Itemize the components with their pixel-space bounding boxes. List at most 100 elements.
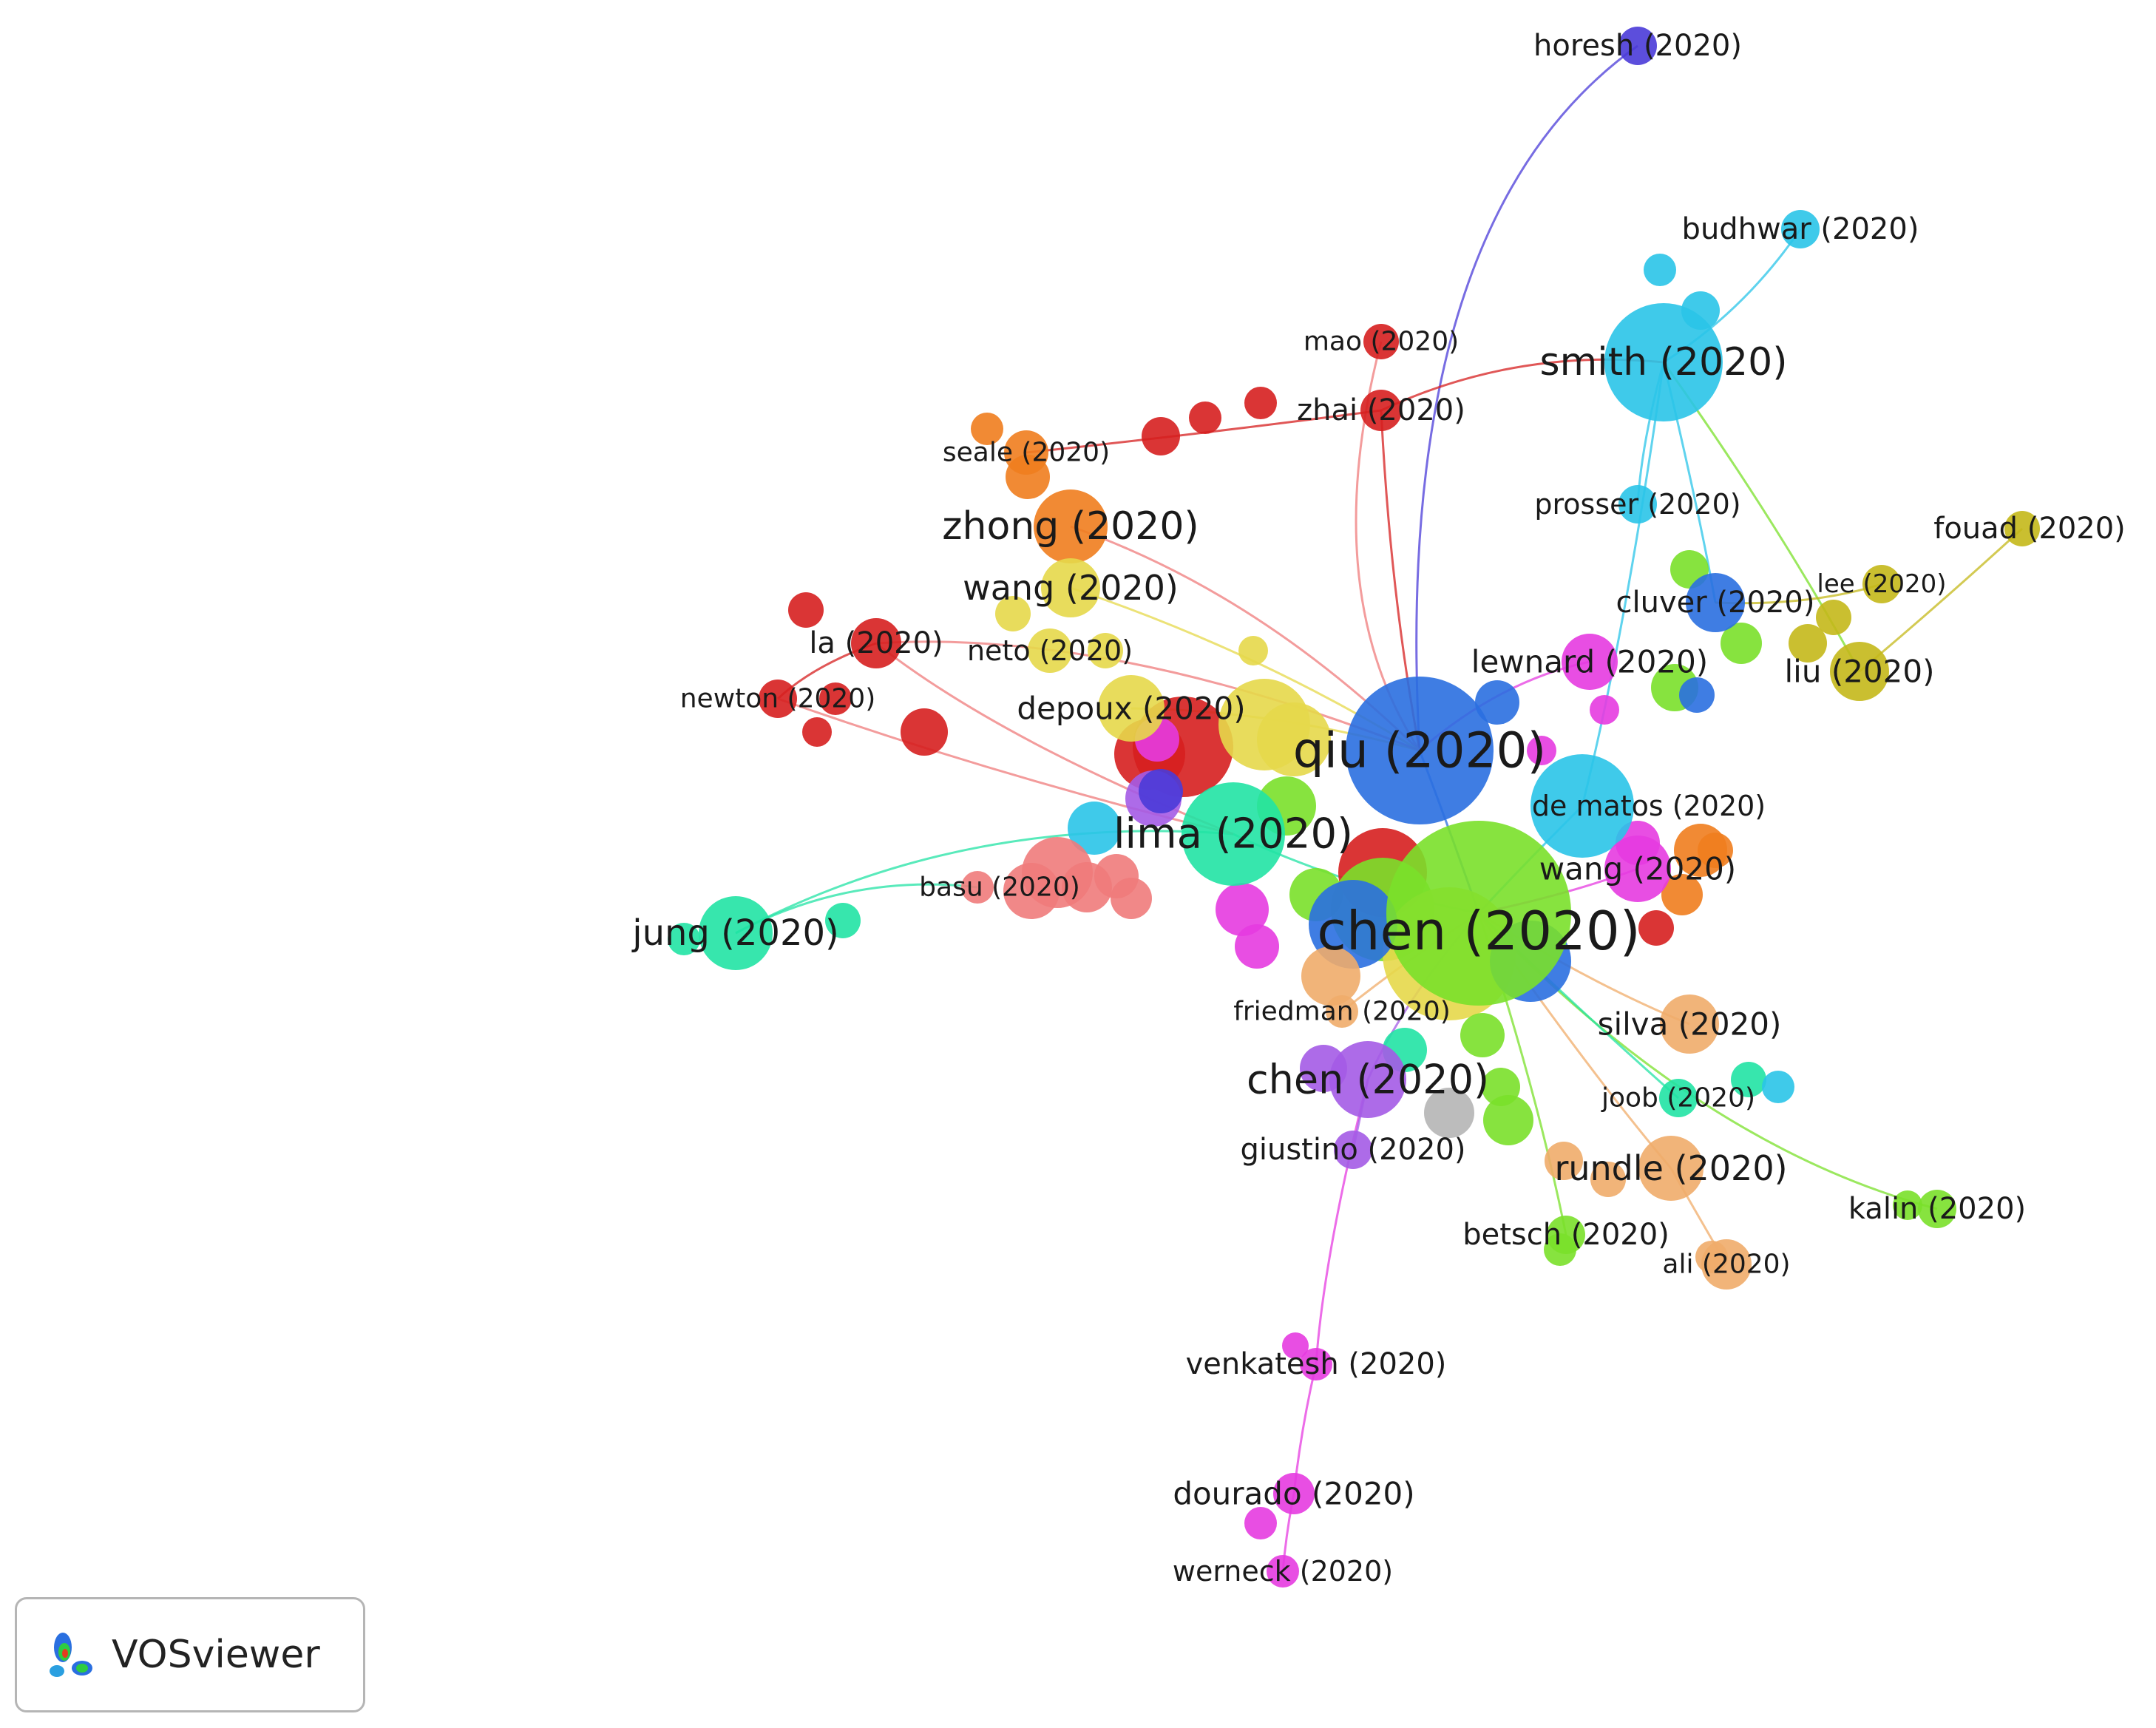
edge-smith-de_matos [1581, 362, 1665, 807]
node-label-ali: ali (2020) [1662, 1250, 1790, 1280]
node-wang1[interactable] [1041, 558, 1100, 617]
cluster-node [1189, 401, 1221, 434]
cluster-node [1460, 1013, 1505, 1057]
node-depoux[interactable] [1098, 675, 1165, 742]
cluster-node [1142, 417, 1180, 455]
node-lewnard[interactable] [1562, 634, 1618, 690]
logo-text: VOSviewer [112, 1633, 320, 1677]
node-giustino[interactable] [1334, 1131, 1372, 1169]
node-rundle[interactable] [1638, 1136, 1704, 1201]
node-label-rundle: rundle (2020) [1554, 1148, 1787, 1188]
node-label-zhong: zhong (2020) [942, 504, 1199, 549]
cluster-node [1816, 600, 1851, 635]
cluster-node [819, 682, 852, 715]
cluster-node [1762, 1071, 1794, 1103]
node-neto[interactable] [1028, 628, 1072, 673]
node-label-horesh: horesh (2020) [1533, 29, 1742, 63]
node-label-lee: lee (2020) [1817, 569, 1946, 599]
node-fouad[interactable] [2004, 511, 2040, 546]
node-ali[interactable] [1701, 1239, 1752, 1290]
node-label-liu: liu (2020) [1785, 654, 1935, 690]
node-label-fouad: fouad (2020) [1933, 512, 2126, 546]
cluster-node [1545, 1142, 1583, 1180]
node-label-newton: newton (2020) [680, 684, 876, 714]
edge-chen2-venkatesh [1315, 1079, 1369, 1365]
node-label-basu: basu (2020) [919, 873, 1080, 903]
cluster-node [788, 592, 824, 628]
node-label-de_matos: de matos (2020) [1532, 790, 1766, 822]
node-lee[interactable] [1862, 565, 1901, 603]
cluster-node [1721, 623, 1762, 664]
node-mao[interactable] [1363, 324, 1399, 359]
node-la[interactable] [851, 618, 901, 668]
node-cluver[interactable] [1686, 573, 1745, 632]
node-newton[interactable] [759, 680, 797, 718]
node-label-joob: joob (2020) [1601, 1083, 1755, 1114]
cluster-node [1527, 736, 1556, 765]
node-basu[interactable] [961, 871, 994, 904]
cluster-node [1661, 874, 1703, 915]
node-label-seale: seale (2020) [943, 438, 1110, 468]
cluster-node [1068, 802, 1121, 855]
node-dourado[interactable] [1273, 1473, 1315, 1514]
node-label-jung: jung (2020) [631, 912, 839, 954]
cluster-node [1235, 924, 1279, 969]
node-zhai[interactable] [1360, 390, 1402, 431]
node-jung[interactable] [699, 896, 773, 970]
node-label-qiu: qiu (2020) [1293, 722, 1547, 779]
node-kalin[interactable] [1918, 1190, 1956, 1228]
edge-zhai-seale [1026, 409, 1382, 454]
node-silva[interactable] [1660, 995, 1719, 1054]
node-label-wang2: wang (2020) [1539, 851, 1736, 887]
node-betsch[interactable] [1547, 1216, 1585, 1254]
node-chen2[interactable] [1329, 1041, 1406, 1118]
node-joob[interactable] [1659, 1079, 1698, 1117]
cluster-node [1789, 624, 1827, 663]
node-label-lewnard: lewnard (2020) [1471, 644, 1708, 680]
cluster-node [668, 923, 700, 955]
node-venkatesh[interactable] [1300, 1348, 1332, 1380]
node-liu[interactable] [1830, 642, 1889, 701]
node-label-la: la (2020) [809, 626, 943, 660]
cluster-node [1638, 910, 1674, 946]
cluster-node [1679, 677, 1715, 713]
cluster-node [1424, 1088, 1474, 1138]
node-budhwar[interactable] [1781, 210, 1820, 248]
edge-jung-lima [735, 830, 1234, 935]
node-label-smith: smith (2020) [1540, 340, 1788, 384]
node-label-betsch: betsch (2020) [1462, 1218, 1669, 1252]
node-chen1[interactable] [1386, 821, 1571, 1006]
node-label-lima: lima (2020) [1113, 810, 1353, 858]
node-lima[interactable] [1182, 782, 1285, 886]
node-label-depoux: depoux (2020) [1017, 691, 1245, 727]
cluster-node [1731, 1062, 1766, 1097]
node-label-venkatesh: venkatesh (2020) [1186, 1347, 1447, 1381]
cluster-node [1590, 1162, 1626, 1197]
node-label-zhai: zhai (2020) [1297, 393, 1465, 427]
cluster-node [1216, 883, 1269, 936]
node-label-mao: mao (2020) [1304, 327, 1459, 357]
node-label-prosser: prosser (2020) [1534, 488, 1740, 521]
cluster-node [1111, 878, 1152, 919]
cluster-node [995, 596, 1031, 631]
cluster-node [1590, 695, 1619, 725]
node-label-budhwar: budhwar (2020) [1682, 212, 1919, 246]
node-label-kalin: kalin (2020) [1848, 1192, 2026, 1226]
node-label-wang1: wang (2020) [963, 568, 1179, 608]
cluster-node [971, 413, 1003, 445]
node-prosser[interactable] [1618, 485, 1657, 524]
node-de_matos[interactable] [1530, 754, 1634, 858]
node-friedman[interactable] [1326, 995, 1358, 1028]
node-horesh[interactable] [1618, 27, 1657, 65]
node-wang2[interactable] [1604, 836, 1671, 902]
cluster-node [1257, 702, 1331, 776]
cluster-node [1139, 769, 1183, 813]
cluster-node [1088, 633, 1123, 668]
node-seale[interactable] [1004, 430, 1048, 475]
node-qiu[interactable] [1346, 677, 1494, 824]
node-werneck[interactable] [1267, 1555, 1299, 1588]
label-layer: horesh (2020) budhwar (2020) smith (2020) m… [631, 29, 2126, 1588]
node-zhong[interactable] [1034, 489, 1108, 563]
node-smith[interactable] [1604, 303, 1723, 421]
